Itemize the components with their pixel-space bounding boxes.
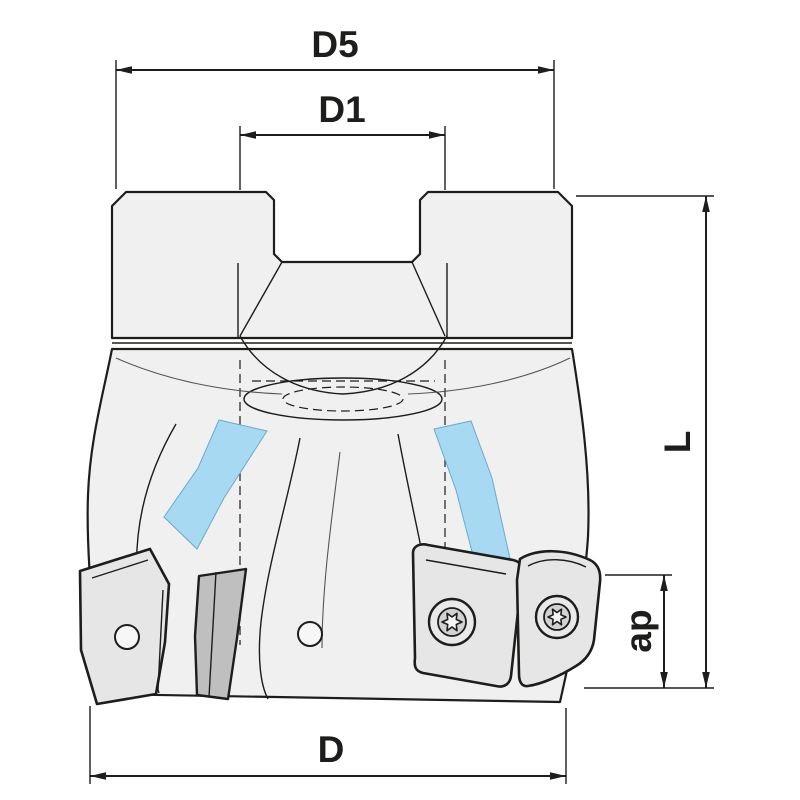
shoulder-curve-left — [115, 357, 283, 395]
dimension-label-l: L — [657, 431, 698, 454]
hub-lines — [237, 261, 448, 338]
dimension-label-ap: ap — [618, 609, 659, 652]
insert-facet-line — [208, 571, 217, 698]
dimension-label-d5: D5 — [311, 24, 358, 65]
torx-star-icon — [547, 608, 567, 626]
bore-ellipse-outer — [243, 377, 443, 421]
cutter-arbor-block — [110, 190, 574, 340]
insert-facet-line — [425, 559, 507, 575]
dimension-ap: ap — [605, 574, 672, 688]
dimension-d: D — [89, 706, 567, 784]
torx-screw-right — [427, 597, 477, 647]
cutting-inserts — [78, 543, 602, 706]
insert-center-left — [193, 567, 248, 701]
hub-edge-left — [239, 261, 283, 337]
torx-star-icon — [441, 612, 463, 632]
bore-boss — [239, 335, 448, 421]
dimension-d1: D1 — [239, 89, 446, 190]
screw-hole-center — [297, 621, 323, 647]
insert-facet-line — [527, 559, 587, 568]
dimension-d5: D5 — [115, 24, 555, 189]
dimension-label-d1: D1 — [318, 89, 365, 130]
screw-hole-left — [114, 624, 140, 650]
boss-shoulder-left — [239, 335, 344, 395]
cutter-body — [78, 190, 602, 706]
insert-facet-line — [91, 559, 149, 579]
groove-ring — [112, 342, 572, 350]
flute-curve — [258, 437, 301, 700]
dimension-label-d: D — [318, 729, 345, 770]
insert-facet-line — [157, 589, 164, 691]
hub-edge-right — [411, 261, 446, 337]
shoulder-curve-right — [407, 357, 571, 395]
flute-curve — [321, 451, 341, 649]
dimension-l: L — [576, 195, 714, 689]
torx-screw-far-right — [534, 594, 580, 640]
boss-shoulder-right — [342, 335, 448, 395]
bore-ellipse-hidden — [282, 386, 404, 412]
chip-flute-highlight-left — [163, 419, 268, 550]
hidden-projection-lines — [239, 360, 446, 645]
